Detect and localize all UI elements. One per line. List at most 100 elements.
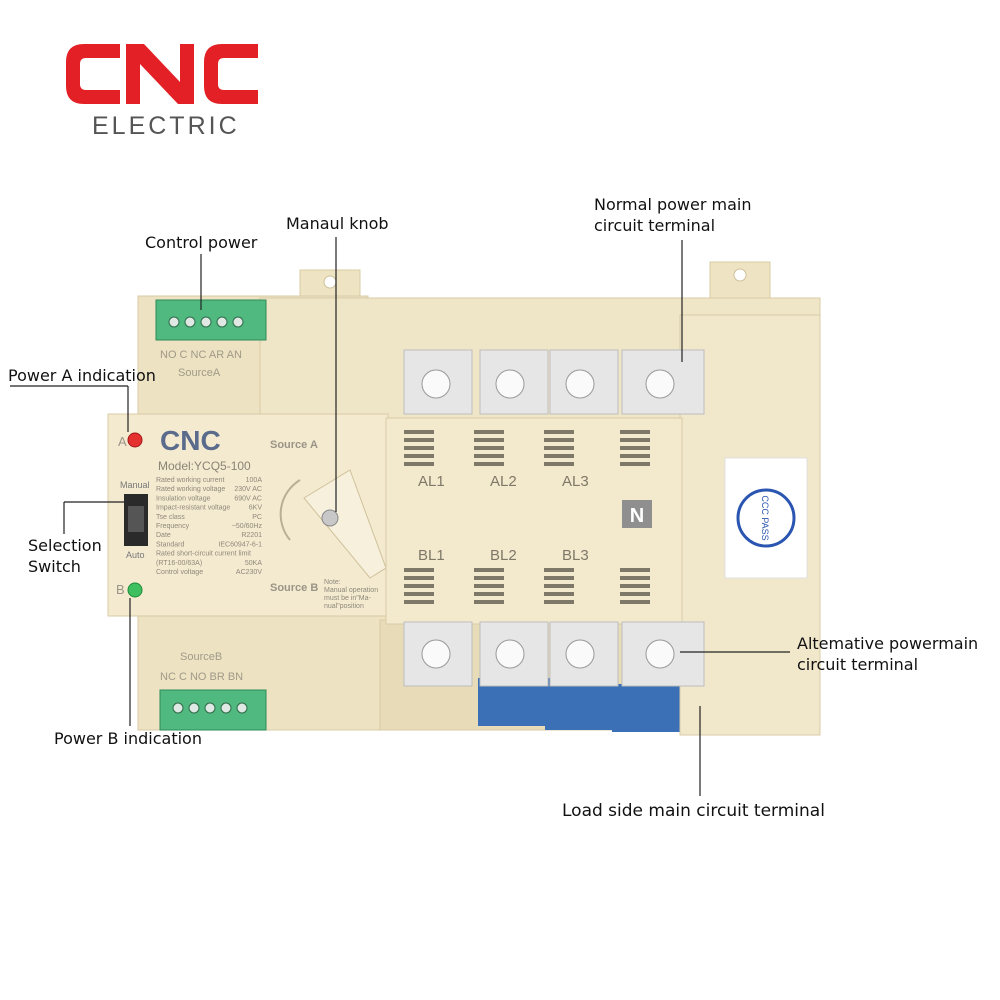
callout-control-power: Control power — [145, 233, 258, 252]
top-terminal-labels: NO C NC AR AN — [160, 349, 242, 361]
vent-slot — [404, 438, 434, 442]
vent-slot — [404, 592, 434, 596]
vent-slot — [620, 576, 650, 580]
spec-value: IEC60947-6-1 — [218, 541, 262, 548]
callout-power-a: Power A indication — [8, 366, 156, 385]
callout-selection-switch-line: Switch — [28, 557, 81, 576]
vent-slot — [474, 430, 504, 434]
callout-alternative-power-line: Altemative powermain — [797, 634, 979, 653]
callout-manual-knob: Manaul knob — [286, 214, 389, 233]
indicator-b-label: B — [116, 582, 125, 597]
vent-slot — [404, 430, 434, 434]
control-terminal-bottom — [159, 689, 267, 731]
panel-model: Model:YCQ5-100 — [158, 459, 251, 473]
vent-slot — [474, 584, 504, 588]
vent-slot — [544, 576, 574, 580]
note-line: nual"position — [324, 603, 364, 610]
knob-source-a: Source A — [270, 439, 318, 451]
cnc-logo — [66, 44, 258, 104]
spec-label: Rated working voltage — [156, 486, 225, 493]
vent-slot — [620, 438, 650, 442]
switch-auto-label: Auto — [126, 550, 145, 560]
phase-label: BL1 — [418, 547, 445, 564]
callout-alternative-power-line: circuit terminal — [797, 655, 919, 674]
vent-slot — [620, 568, 650, 572]
leader-lines — [10, 237, 790, 796]
vent-slot — [404, 584, 434, 588]
vent-slot — [404, 600, 434, 604]
vent-slot — [404, 576, 434, 580]
vent-slot — [474, 454, 504, 458]
spec-value: 6KV — [249, 505, 263, 512]
callout-normal-power: Normal power main circuit terminal — [594, 194, 752, 236]
phase-label: BL3 — [562, 547, 589, 564]
cert-text: CCC PASS — [760, 495, 770, 540]
callout-load-side: Load side main circuit terminal — [562, 801, 825, 821]
spec-label: Frequency — [156, 523, 190, 530]
vent-slot — [544, 462, 574, 466]
neutral-badge — [622, 500, 652, 528]
spec-value: AC230V — [236, 569, 262, 576]
spec-label: Rated working current — [156, 477, 225, 484]
bottom-terminal-labels: NC C NO BR BN — [160, 671, 243, 683]
neutral-label: N — [630, 505, 644, 527]
terminal-covers-top — [403, 349, 705, 415]
phase-label: AL2 — [490, 473, 517, 490]
vent-slot — [544, 592, 574, 596]
callout-normal-power-line: circuit terminal — [594, 216, 716, 235]
logo-subtitle: ELECTRIC — [92, 112, 240, 140]
spec-value: PC — [252, 514, 262, 521]
panel-brand: CNC — [160, 425, 221, 456]
spec-label: Date — [156, 532, 171, 539]
spec-label: Rated short-circuit current limit — [156, 551, 251, 558]
spec-label: Impact-resistant voltage — [156, 505, 230, 512]
vent-slot — [620, 430, 650, 434]
vent-slots — [404, 430, 650, 604]
vent-slot — [620, 600, 650, 604]
control-terminal-top — [155, 299, 267, 341]
vent-slot — [544, 454, 574, 458]
spec-label: Standard — [156, 541, 185, 548]
knob-arc-icon — [279, 479, 301, 541]
vent-slot — [474, 446, 504, 450]
callout-alternative-power: Altemative powermain circuit terminal — [797, 633, 978, 675]
spec-value: 230V AC — [234, 486, 262, 493]
vent-slot — [544, 568, 574, 572]
vent-slot — [544, 584, 574, 588]
callout-selection-switch-line: Selection — [28, 536, 102, 555]
vent-slot — [474, 600, 504, 604]
note-line: Manual operation — [324, 587, 378, 594]
spec-value: R2201 — [241, 532, 262, 539]
terminal-covers-bottom — [403, 621, 705, 687]
cert-icon — [736, 488, 796, 548]
phase-label: AL1 — [418, 473, 445, 490]
vent-slot — [620, 584, 650, 588]
vent-slot — [620, 592, 650, 596]
spec-label: Control voltage — [156, 569, 203, 576]
led-red-icon — [127, 432, 143, 448]
callout-selection-switch: Selection Switch — [28, 535, 102, 577]
switch-slider — [128, 506, 144, 532]
vent-slot — [544, 430, 574, 434]
vent-slot — [474, 576, 504, 580]
vent-slot — [474, 568, 504, 572]
vent-slot — [620, 462, 650, 466]
vent-slot — [404, 568, 434, 572]
knob-source-b: Source B — [270, 582, 318, 594]
source-b-label: SourceB — [180, 651, 222, 663]
spec-label: Tse class — [156, 514, 185, 521]
vent-slot — [474, 462, 504, 466]
cnc-logo-mark — [66, 44, 258, 104]
spec-label: (RT16-00/63A) — [156, 560, 202, 567]
knob-screw-icon — [321, 509, 339, 527]
note-line: Note: — [324, 579, 341, 586]
vent-slot — [404, 454, 434, 458]
spec-value: 690V AC — [234, 495, 262, 502]
callout-power-b: Power B indication — [54, 729, 202, 748]
note-line: must be in"Ma- — [324, 595, 372, 602]
